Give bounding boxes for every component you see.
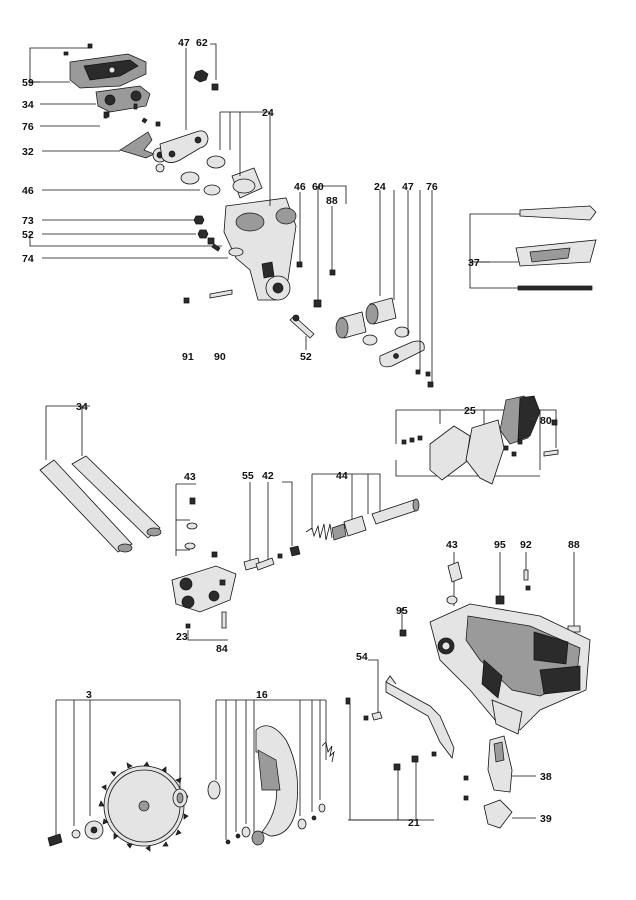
callout-74: 74	[22, 253, 34, 265]
callout-52-left: 52	[22, 229, 34, 241]
callout-91: 91	[182, 351, 194, 363]
bracket-parts	[463, 735, 536, 829]
clamp-block	[171, 483, 237, 641]
callout-46-left: 46	[22, 185, 34, 197]
callout-44: 44	[336, 470, 348, 482]
callout-47-right: 47	[402, 181, 414, 193]
callout-90: 90	[214, 351, 226, 363]
callout-52-mid: 52	[300, 351, 312, 363]
link-assembly	[159, 43, 271, 199]
callout-60: 60	[312, 181, 324, 193]
guard-strip	[469, 205, 597, 291]
callout-46-right: 46	[294, 181, 306, 193]
callout-47-top: 47	[178, 37, 190, 49]
callout-62: 62	[196, 37, 208, 49]
callout-23: 23	[176, 631, 188, 643]
callout-43-right: 43	[446, 539, 458, 551]
lower-guard-assembly	[207, 699, 335, 846]
saw-blade-assembly	[47, 699, 189, 852]
callout-37: 37	[468, 257, 480, 269]
callout-24-top: 24	[262, 107, 274, 119]
callout-24-right: 24	[374, 181, 386, 193]
callout-76-left: 76	[22, 121, 34, 133]
callout-95-right: 95	[494, 539, 506, 551]
arm-bracket	[29, 150, 297, 304]
callout-32: 32	[22, 146, 34, 158]
callout-84: 84	[216, 643, 228, 655]
spring-parts	[243, 473, 420, 571]
callout-34-tubes: 34	[76, 401, 88, 413]
callout-34-top: 34	[22, 99, 34, 111]
callout-59: 59	[22, 77, 34, 89]
callout-73: 73	[22, 215, 34, 227]
callout-88-right: 88	[568, 539, 580, 551]
callout-76-right: 76	[426, 181, 438, 193]
callout-80: 80	[540, 415, 552, 427]
callout-95-mid: 95	[396, 605, 408, 617]
callout-88-top: 88	[326, 195, 338, 207]
rail-tubes	[39, 405, 162, 553]
callout-43-left: 43	[184, 471, 196, 483]
callout-25: 25	[464, 405, 476, 417]
callout-54: 54	[356, 651, 368, 663]
callout-16: 16	[256, 689, 268, 701]
pivot-parts	[289, 185, 434, 388]
callout-55: 55	[242, 470, 254, 482]
callout-39: 39	[540, 813, 552, 825]
callout-42: 42	[262, 470, 274, 482]
guard-clamp	[395, 395, 559, 485]
callout-92: 92	[520, 539, 532, 551]
grip-assembly	[29, 43, 200, 191]
callout-labels: 59 34 76 32 46 73 52 74 47 62 24 46 60 8…	[22, 37, 580, 829]
callout-21: 21	[408, 817, 420, 829]
lever-group	[345, 659, 455, 821]
callout-3: 3	[86, 689, 92, 701]
motor-housing	[399, 552, 591, 735]
callout-38: 38	[540, 771, 552, 783]
